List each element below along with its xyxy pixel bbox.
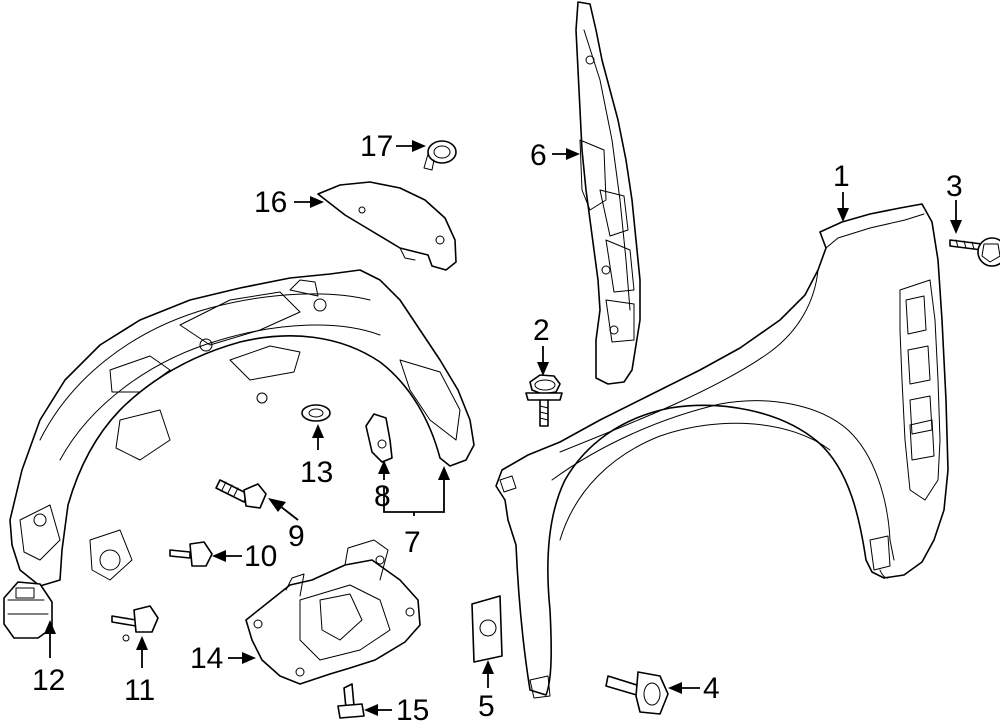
callout-14: 14	[190, 642, 223, 675]
part-bolt-2	[525, 374, 563, 427]
part-grommet-13	[301, 404, 331, 422]
callout-11: 11	[124, 674, 155, 707]
part-connector-12	[3, 581, 53, 639]
part-fender-liner	[9, 269, 475, 587]
callout-16: 16	[254, 186, 287, 219]
callout-7: 7	[404, 526, 421, 559]
callout-labels: 1 2 3 4 5 6 7 8 9 10 11 12 13 14 15 16 1…	[32, 130, 963, 727]
part-pad-5	[471, 595, 503, 663]
part-fender	[495, 203, 949, 699]
callout-13: 13	[300, 456, 333, 489]
callout-15: 15	[396, 694, 429, 727]
callout-17: 17	[360, 130, 393, 163]
callout-9: 9	[288, 520, 305, 553]
callout-5: 5	[478, 690, 495, 723]
part-shield-plate	[317, 181, 457, 271]
callout-12: 12	[32, 664, 65, 697]
leader-lines	[44, 140, 962, 716]
callout-4: 4	[703, 672, 720, 705]
part-push-pin-17	[423, 140, 457, 171]
part-fender-bracket	[575, 1, 641, 385]
part-push-pin-15	[337, 683, 365, 719]
part-bolt-10	[169, 541, 213, 567]
callout-6: 6	[530, 139, 547, 172]
part-bolt-11	[111, 605, 159, 642]
callout-8: 8	[374, 480, 391, 513]
callout-3: 3	[946, 170, 963, 203]
part-clip-8	[365, 413, 393, 463]
part-bracket-14	[245, 539, 421, 685]
callout-1: 1	[833, 160, 850, 193]
callout-10: 10	[244, 540, 277, 573]
part-plug-4	[605, 671, 669, 715]
callout-2: 2	[533, 314, 550, 347]
part-bolt-9	[215, 479, 267, 509]
part-bolt-3	[949, 237, 1000, 267]
